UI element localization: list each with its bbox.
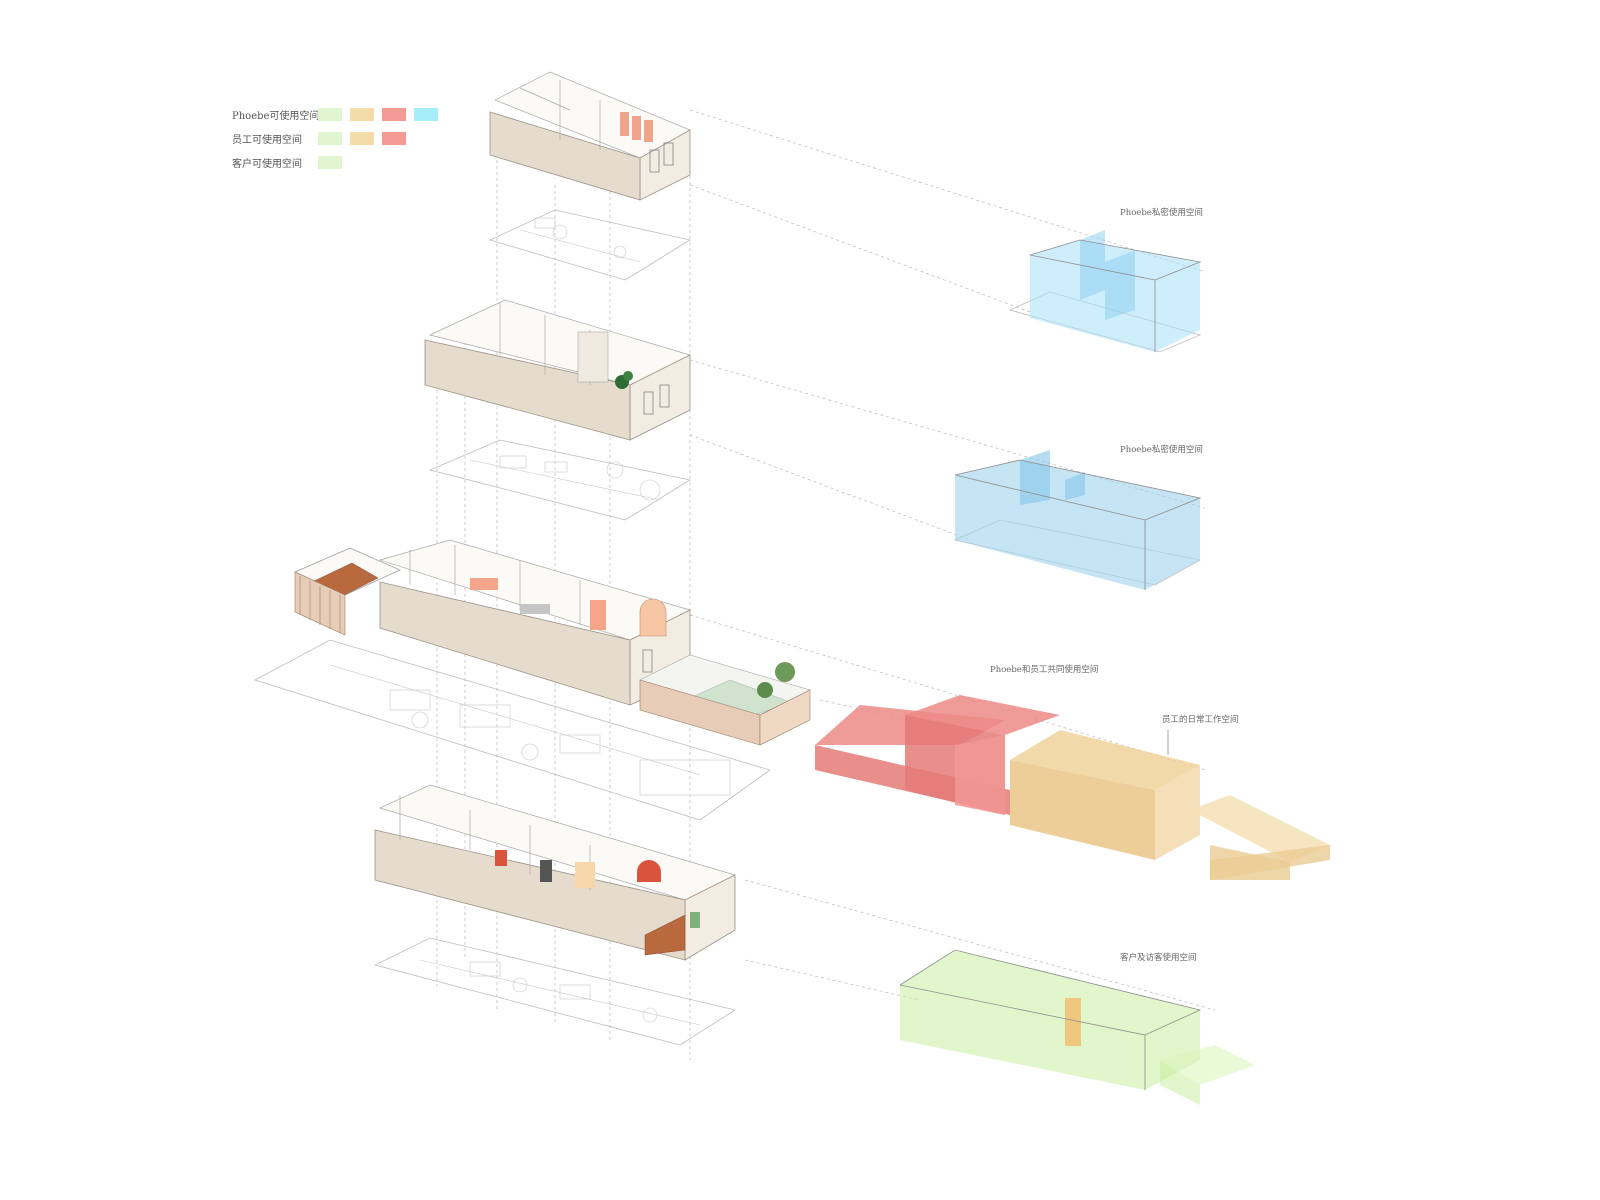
level-1-model [374,784,736,961]
window [663,142,674,166]
zone-volume-phoebe-private-lower [953,450,1202,590]
legend-row-client: 客户可使用空间 [232,156,342,170]
furniture-block [495,850,507,866]
legend-label-phoebe: Phoebe可使用空间 [232,109,319,122]
legend-label-client: 客户可使用空间 [232,157,302,170]
counter [520,604,550,614]
zone-label-phoebe-private-lower: Phoebe私密使用空间 [1120,444,1203,455]
legend-swatch [318,132,342,145]
plant [623,371,633,381]
furniture-block [644,120,653,142]
zone-label-shared: Phoebe和员工共同使用空间 [990,664,1098,675]
tree [757,682,773,698]
zone-label-staff-work: 员工的日常工作空间 [1162,714,1239,725]
furniture-block [575,862,595,888]
staff-core-volume [1065,998,1081,1046]
doorway [540,860,552,882]
legend-swatch [318,156,342,169]
level-3-plan [428,439,692,521]
zone-labels: Phoebe私密使用空间 Phoebe私密使用空间 Phoebe和员工共同使用空… [990,207,1239,963]
zone-label-phoebe-private-upper: Phoebe私密使用空间 [1120,207,1203,218]
furniture-block [470,578,498,590]
level-2-plan [253,639,771,821]
level-4-model [489,71,691,201]
zone-volume-client [899,949,1255,1105]
level-2-model [294,539,811,746]
plant [690,912,700,928]
tree [775,662,795,682]
window [642,649,653,673]
window [659,384,670,408]
zone-volume-staff-work [1010,730,1330,880]
arch-doorway [639,598,667,637]
legend-row-phoebe: Phoebe可使用空间 [232,108,438,122]
legend-swatch [350,108,374,121]
zone-volume-shared [815,695,1060,815]
legend-swatch [382,108,406,121]
arch-niche [637,860,661,882]
zone-volume-phoebe-private-upper [1008,230,1202,353]
zone-label-client: 客户及访客使用空间 [1120,952,1197,963]
window [649,149,660,173]
legend-swatch [382,132,406,145]
furniture-block [632,116,641,140]
level-4-plan [488,209,692,281]
partition [577,331,609,383]
furniture-block [590,600,606,630]
legend-swatch [318,108,342,121]
legend-swatch [414,108,438,121]
level-1-plan [373,937,737,1046]
legend-label-staff: 员工可使用空间 [232,133,302,146]
legend-swatch [350,132,374,145]
window [643,391,654,415]
furniture-block [620,112,629,136]
level-3-model [424,299,691,441]
legend: Phoebe可使用空间 员工可使用空间 客户可使用空间 [232,108,438,170]
legend-row-staff: 员工可使用空间 [232,132,406,146]
